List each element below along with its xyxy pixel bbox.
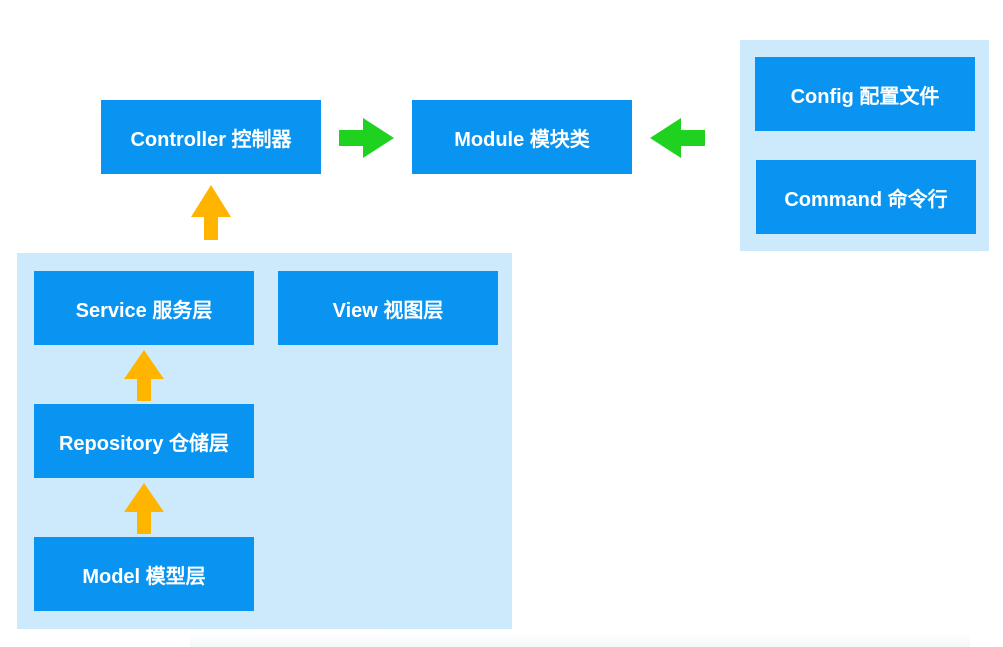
arrow-left-icon [650,118,705,158]
module-node: Module 模块类 [412,100,632,174]
repository-node: Repository 仓储层 [34,404,254,478]
model-node: Model 模型层 [34,537,254,611]
controller-node: Controller 控制器 [101,100,321,174]
view-node: View 视图层 [278,271,498,345]
service-node: Service 服务层 [34,271,254,345]
arrow-up-icon [124,350,164,401]
bottom-shadow [190,634,970,647]
config-node: Config 配置文件 [755,57,975,131]
arrow-right-icon [339,118,394,158]
arrow-up-icon [191,185,231,240]
arrow-up-icon [124,483,164,534]
command-node: Command 命令行 [756,160,976,234]
